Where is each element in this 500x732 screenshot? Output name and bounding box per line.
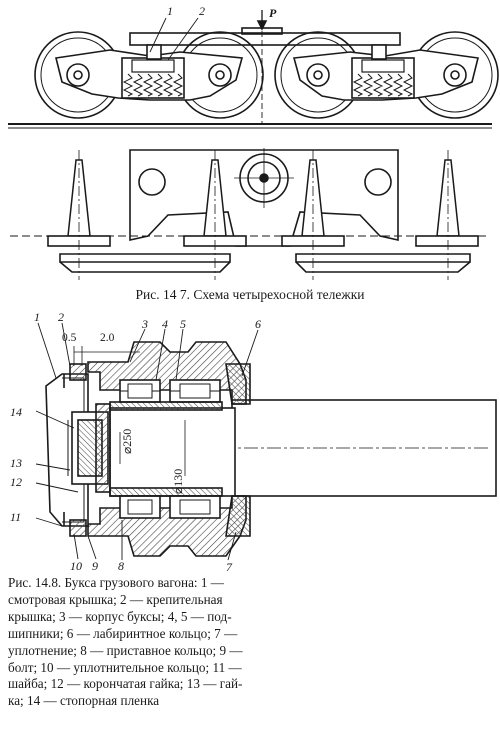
fig1-label-2: 2 [199,4,205,18]
side-frame-plan-left [59,253,231,263]
force-label-p: P [269,6,277,20]
caption-line: шайба; 12 — корончатая гайка; 13 — гай- [8,676,243,692]
caption-line: болт; 10 — уплотнительное кольцо; 11 — [8,659,242,675]
fig1-label-1: 1 [167,4,173,18]
dim-label-0-5: 0.5 [62,332,77,344]
axle-box-section [35,322,497,561]
dia-label-130: ⌀130 [171,469,185,494]
fig2-label-13: 13 [10,456,22,470]
caption-line: ка; 14 — стопорная пленка [8,693,160,709]
fig2-labels: 1 2 3 4 5 6 14 13 12 11 10 9 8 7 [10,310,261,574]
figure2-caption: Рис. 14.8. Букса грузового вагона: 1 — с… [8,575,276,710]
axle-journal [109,407,236,497]
fig2-label-7: 7 [226,560,233,574]
housing-upper [87,341,247,405]
spring-set-left [122,73,184,97]
fig2-label-5: 5 [180,317,186,331]
bogie-side-view [8,10,499,129]
fig2-label-6: 6 [255,317,261,331]
span-bolster [129,32,401,46]
fig2-label-12: 12 [10,475,22,489]
caption-line: смотровая крышка; 2 — крепительная [8,591,223,607]
fig2-label-8: 8 [118,559,124,573]
fig2-label-2: 2 [58,310,64,324]
figure1-caption: Рис. 14 7. Схема четырехосной тележки [135,287,365,302]
fig2-label-3: 3 [141,317,148,331]
fig2-label-11: 11 [10,510,21,524]
caption-line: Рис. 14.8. Букса грузового вагона: 1 — [8,575,224,590]
fig2-label-9: 9 [92,559,98,573]
dim-label-2-0: 2.0 [100,332,115,344]
caption-line: шипники; 6 — лабиринтное кольцо; 7 — [8,625,238,641]
fig2-label-10: 10 [70,559,82,573]
spring-set-right [352,73,414,97]
fig2-label-14: 14 [10,405,22,419]
caption-line: уплотнение; 8 — приставное кольцо; 9 — [8,642,243,658]
side-frame-plan-right [295,253,471,263]
bogie-plan-view [10,148,490,280]
caption-line: крышка; 3 — корпус буксы; 4, 5 — под- [8,608,232,624]
fig2-label-1: 1 [34,310,40,324]
fig2-label-4: 4 [162,317,168,331]
dia-label-250: ⌀250 [120,429,134,454]
housing-lower [87,495,247,557]
